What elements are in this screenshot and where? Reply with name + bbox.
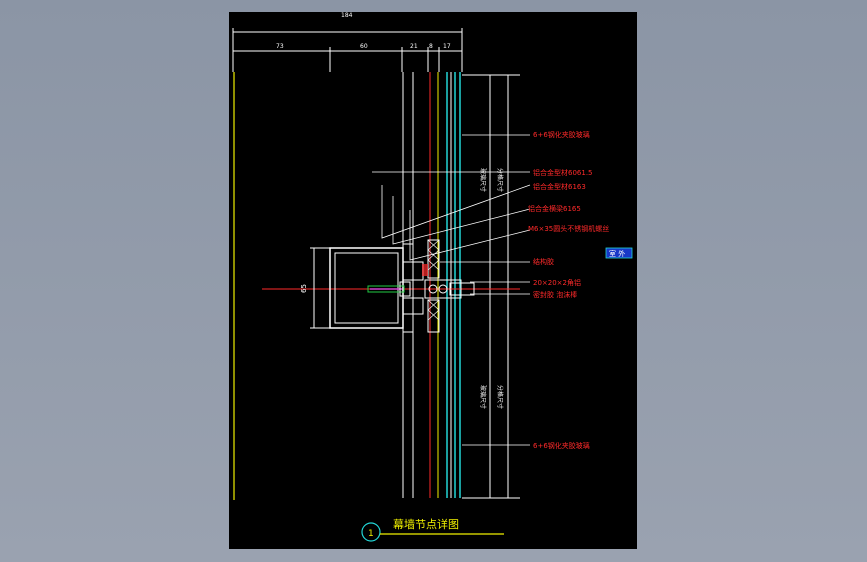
dim-8: 8 bbox=[429, 43, 433, 50]
vertical-label-grid-top: 分格尺寸 bbox=[496, 168, 504, 192]
outdoor-label: 室 外 bbox=[609, 249, 625, 258]
label-alu-2: 铝合金型材6163 bbox=[533, 182, 586, 191]
detail-number-circle bbox=[361, 522, 381, 542]
label-angle-aluminum: 20×20×2角铝 bbox=[533, 278, 581, 287]
vertical-label-grid-bottom: 分格尺寸 bbox=[496, 385, 504, 409]
leader-lines bbox=[372, 134, 531, 446]
right-dimensions bbox=[462, 74, 520, 499]
dim-73: 73 bbox=[276, 43, 284, 50]
dim-21: 21 bbox=[410, 43, 418, 50]
dim-17: 17 bbox=[443, 43, 451, 50]
bolt-assembly bbox=[367, 281, 411, 297]
dim-total: 184 bbox=[341, 12, 353, 19]
dim-65: 65 bbox=[300, 284, 308, 293]
detail-number: 1 bbox=[368, 529, 374, 539]
pressure-plate bbox=[422, 239, 475, 333]
vertical-label-glass-bottom: 玻璃尺寸 bbox=[479, 385, 487, 409]
height-dimension bbox=[310, 247, 330, 329]
label-alu-1: 铝合金型材6061.5 bbox=[533, 168, 593, 177]
vertical-label-glass-top: 玻璃尺寸 bbox=[479, 168, 487, 192]
label-glass-bottom: 6+6钢化夹胶玻璃 bbox=[533, 441, 590, 450]
label-structural-glue: 结构胶 bbox=[533, 257, 554, 266]
drawing-title: 幕墙节点详图 bbox=[393, 517, 459, 531]
transom-profile bbox=[329, 243, 424, 333]
outdoor-badge bbox=[605, 247, 633, 259]
top-dimensions bbox=[232, 28, 463, 72]
dim-60: 60 bbox=[360, 43, 368, 50]
label-glass-top: 6+6钢化夹胶玻璃 bbox=[533, 130, 590, 139]
label-sealant: 密封胶 泡沫棒 bbox=[533, 290, 577, 299]
label-bolt: M6×35圆头不锈钢机螺丝 bbox=[528, 224, 609, 233]
label-alu-3: 铝合金横梁6165 bbox=[528, 204, 581, 213]
